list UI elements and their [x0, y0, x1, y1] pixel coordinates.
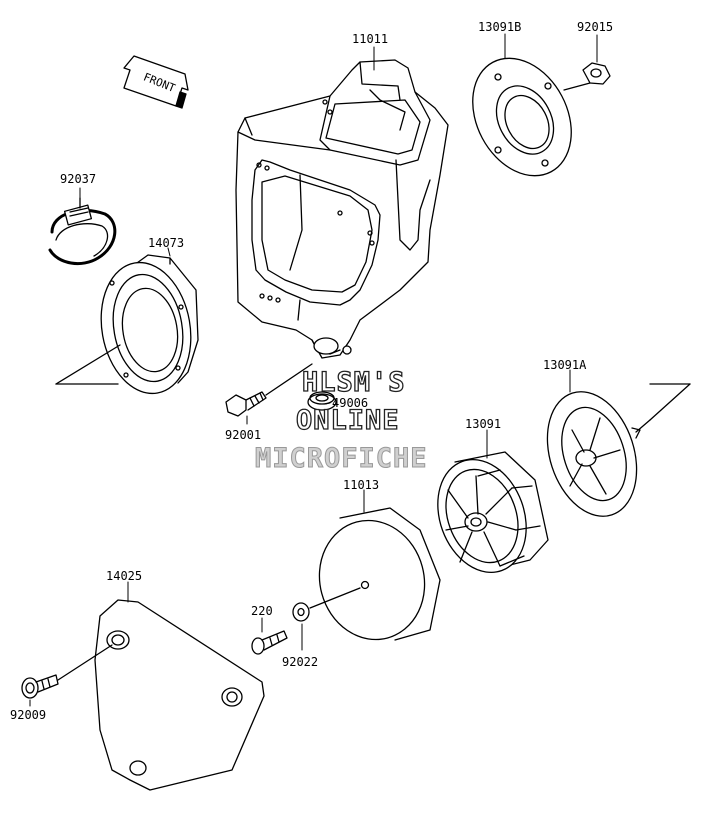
front-arrow-icon: FRONT	[123, 55, 189, 109]
grommet-49006	[307, 391, 337, 411]
leader-lines	[29, 33, 598, 707]
side-cover-14025	[57, 599, 265, 791]
element-holder-13091	[437, 451, 549, 574]
label-92037: 92037	[60, 172, 97, 186]
watermark-line-2: ONLINE	[295, 405, 400, 436]
label-92009: 92009	[10, 708, 47, 722]
label-14025: 14025	[106, 569, 143, 583]
screw-220	[251, 630, 288, 655]
cover-plate-13091a	[546, 383, 691, 517]
bolt-92001	[225, 363, 313, 417]
clamp-92037	[48, 197, 117, 266]
label-13091a: 13091A	[543, 358, 587, 372]
washer-92022	[292, 587, 361, 622]
gasket-13091b	[472, 57, 572, 177]
label-49006: 49006	[332, 396, 369, 410]
screw-92009	[21, 674, 59, 699]
label-92001: 92001	[225, 428, 262, 442]
air-cleaner-housing	[235, 59, 449, 359]
label-11011: 11011	[352, 32, 389, 46]
air-filter-element-11013	[318, 507, 441, 641]
watermark-line-1: HLSM'S	[301, 367, 406, 398]
label-92015: 92015	[577, 20, 614, 34]
intake-duct-14073	[55, 254, 199, 395]
label-220: 220	[251, 604, 273, 618]
watermark-line-3: MICROFICHE	[255, 443, 428, 474]
label-11013: 11013	[343, 478, 380, 492]
label-13091b: 13091B	[478, 20, 522, 34]
label-92022: 92022	[282, 655, 319, 669]
label-14073: 14073	[148, 236, 185, 250]
nut-92015	[563, 62, 611, 91]
label-13091: 13091	[465, 417, 502, 431]
